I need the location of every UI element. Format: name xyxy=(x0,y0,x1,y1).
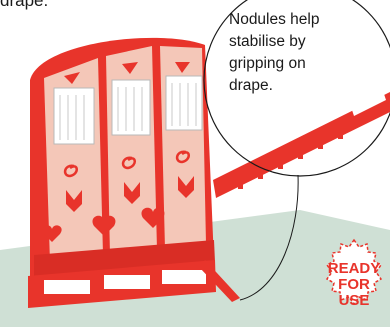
badge-line: READY xyxy=(318,261,390,277)
base-slot-1 xyxy=(44,280,90,294)
callout-line: Nodules help xyxy=(229,9,349,31)
caption-text: drape. xyxy=(0,0,48,11)
ready-badge-label: READY FOR USE xyxy=(318,261,390,309)
callout-line: gripping on xyxy=(229,53,349,75)
callout-line: drape. xyxy=(229,75,349,97)
callout-line: stabilise by xyxy=(229,31,349,53)
callout-label: Nodules help stabilise by gripping on dr… xyxy=(229,9,349,97)
badge-line: FOR xyxy=(318,277,390,293)
magnified-arm xyxy=(213,92,390,198)
badge-line: USE xyxy=(318,293,390,309)
base-slot-2 xyxy=(104,275,150,289)
device xyxy=(28,38,240,308)
base-slot-3 xyxy=(162,270,206,284)
clip-3 xyxy=(166,76,202,130)
